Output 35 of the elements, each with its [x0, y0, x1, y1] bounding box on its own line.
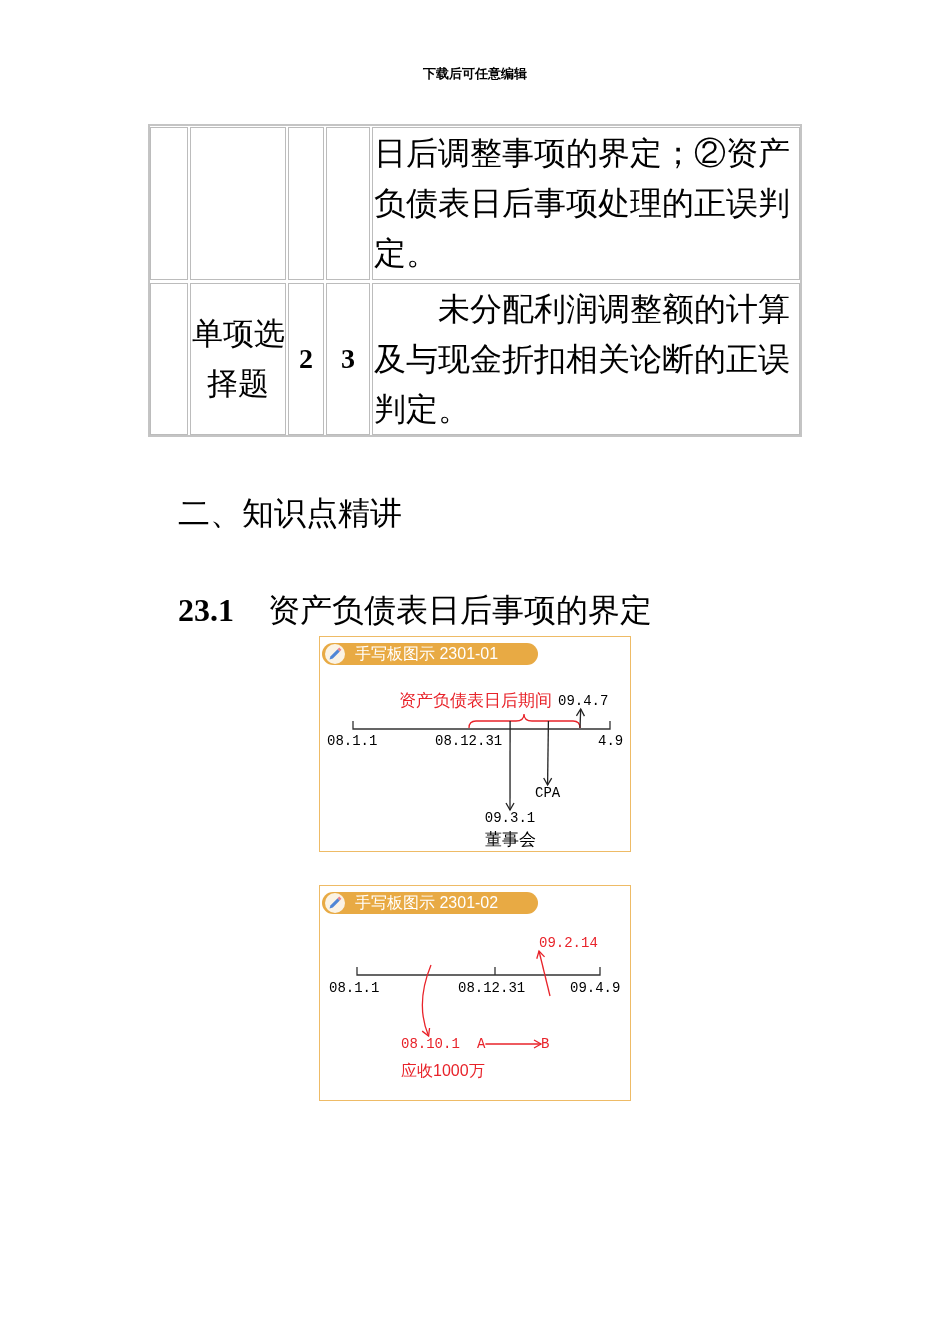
text-label: A	[477, 1036, 486, 1052]
date-label: 08.10.1	[401, 1036, 460, 1052]
arrow	[505, 720, 515, 811]
arrow	[575, 708, 586, 729]
figure-panel	[319, 636, 631, 852]
table-cell: 未分配利润调整额的计算及与现金折扣相关论断的正误判定。	[372, 283, 800, 435]
date-label: 09.2.14	[539, 935, 598, 951]
arrow	[536, 950, 551, 997]
heading-banner: 手写板图示 2301-01	[322, 643, 538, 665]
annotation: 应收1000万	[401, 1061, 485, 1081]
brace-label: 资产负债表日后期间	[399, 690, 552, 710]
date-label: 08.1.1	[329, 980, 380, 996]
section-heading: 23.1 资产负债表日后事项的界定	[178, 591, 652, 630]
table-cell: 日后调整事项的界定；②资产负债表日后事项处理的正误判定。	[372, 127, 800, 280]
date-label: 09.4.7	[558, 693, 609, 709]
page-header: 下载后可任意编辑	[422, 66, 528, 82]
figure-panel	[319, 885, 631, 1101]
arrow	[484, 1039, 542, 1049]
date-label: 4.9	[598, 733, 624, 749]
brace	[468, 713, 581, 729]
text-label: CPA	[535, 785, 561, 801]
text-label: 董事会	[484, 829, 536, 849]
table-cell: 单项选择题	[190, 283, 286, 435]
date-label: 08.12.31	[458, 980, 526, 996]
table-cell: 2	[288, 283, 324, 435]
heading-banner: 手写板图示 2301-02	[322, 892, 538, 914]
date-label: 09.3.1	[484, 810, 536, 826]
text-label: B	[541, 1036, 550, 1052]
date-label: 08.12.31	[435, 733, 503, 749]
table-cell: 3	[326, 283, 370, 435]
date-label: 09.4.9	[570, 980, 621, 996]
section-heading: 二、知识点精讲	[178, 494, 402, 533]
arrow	[543, 720, 553, 786]
date-label: 08.1.1	[327, 733, 378, 749]
arrow	[421, 964, 432, 1037]
